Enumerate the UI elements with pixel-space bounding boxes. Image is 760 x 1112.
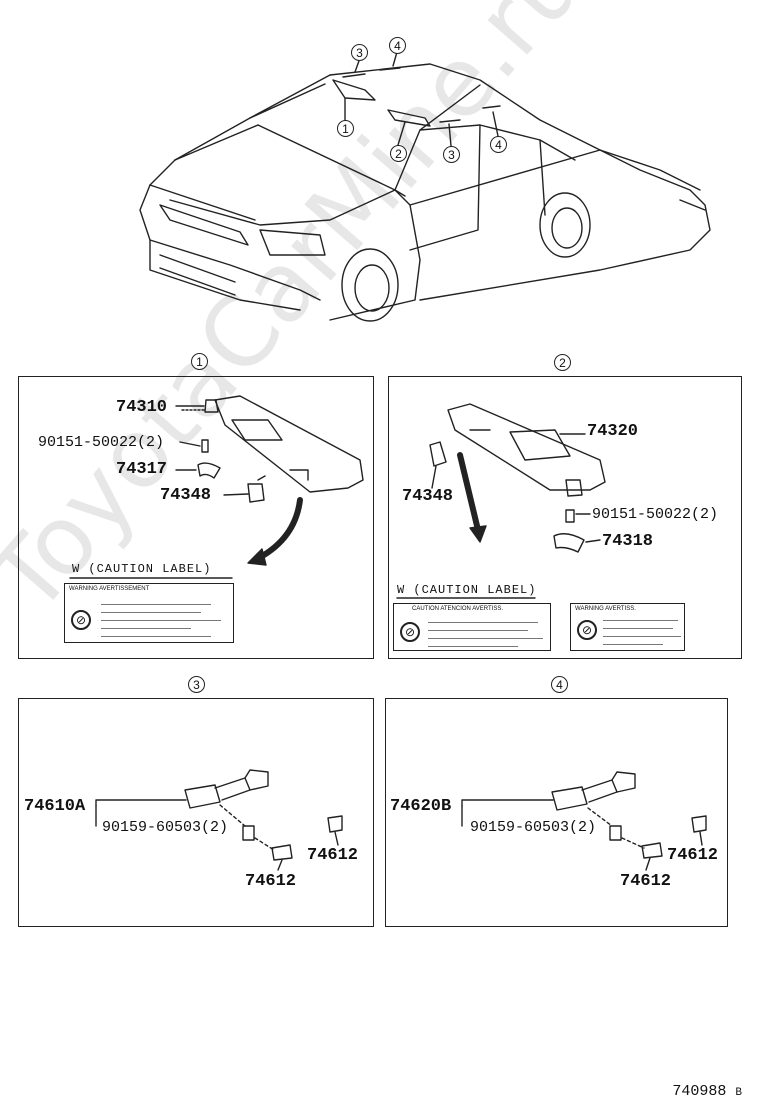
panel-1-number: 1 (191, 353, 208, 370)
part-90151-50022[interactable]: 90151-50022(2) (592, 506, 719, 523)
panel-2-number: 2 (554, 354, 571, 371)
panel-1-art (69, 395, 364, 579)
part-74310[interactable]: 74310 (116, 398, 168, 417)
diagram-code-suffix: B (735, 1087, 742, 1099)
panel-3-art (95, 769, 343, 871)
diagram-code: 740988 B (672, 1083, 742, 1100)
no-airbag-icon: ⊘ (71, 610, 91, 630)
caution-label-card: WARNING AVERTISSEMENT ⊘ (64, 583, 234, 643)
part-74318[interactable]: 74318 (602, 532, 654, 551)
callout-3-roof: 3 (351, 44, 368, 61)
part-90151-50022[interactable]: 90151-50022(2) (38, 434, 165, 451)
caution-label-card-a: CAUTION ATENCION AVERTISS. ⊘ (393, 603, 551, 651)
caution-label-heading: CAUTION ATENCION AVERTISS. (412, 606, 504, 612)
callout-2-visor: 2 (390, 145, 407, 162)
callout-1-visor: 1 (337, 120, 354, 137)
part-74610a[interactable]: 74610A (24, 797, 86, 816)
callout-4-handle: 4 (490, 136, 507, 153)
warning-label-heading: WARNING AVERTISS. (575, 606, 636, 612)
part-74612-upper[interactable]: 74612 (667, 846, 719, 865)
part-90159-60503[interactable]: 90159-60503(2) (102, 819, 229, 836)
panel-1 (18, 376, 374, 659)
panel-2-art (396, 403, 606, 599)
part-74620b[interactable]: 74620B (390, 797, 452, 816)
callout-4-roof: 4 (389, 37, 406, 54)
caution-label-heading: WARNING AVERTISSEMENT (69, 586, 150, 592)
car-illustration (139, 51, 711, 322)
panel-4 (385, 698, 728, 927)
panel-2 (388, 376, 742, 659)
callout-3-handle: 3 (443, 146, 460, 163)
no-airbag-icon: ⊘ (400, 622, 420, 642)
diagram-code-number: 740988 (672, 1083, 727, 1100)
caution-label-card-b: WARNING AVERTISS. ⊘ (570, 603, 685, 651)
part-74348[interactable]: 74348 (160, 486, 212, 505)
part-90159-60503[interactable]: 90159-60503(2) (470, 819, 597, 836)
panel-3-number: 3 (188, 676, 205, 693)
caution-label-caption: W (CAUTION LABEL) (72, 562, 212, 576)
part-74317[interactable]: 74317 (116, 460, 168, 479)
part-74612-lower[interactable]: 74612 (245, 872, 297, 891)
panel-4-art (461, 771, 707, 871)
part-74320[interactable]: 74320 (587, 422, 639, 441)
part-74612-upper[interactable]: 74612 (307, 846, 359, 865)
caution-label-caption: W (CAUTION LABEL) (397, 583, 537, 597)
no-airbag-icon: ⊘ (577, 620, 597, 640)
part-74612-lower[interactable]: 74612 (620, 872, 672, 891)
panel-3 (18, 698, 374, 927)
part-74348[interactable]: 74348 (402, 487, 454, 506)
panel-4-number: 4 (551, 676, 568, 693)
